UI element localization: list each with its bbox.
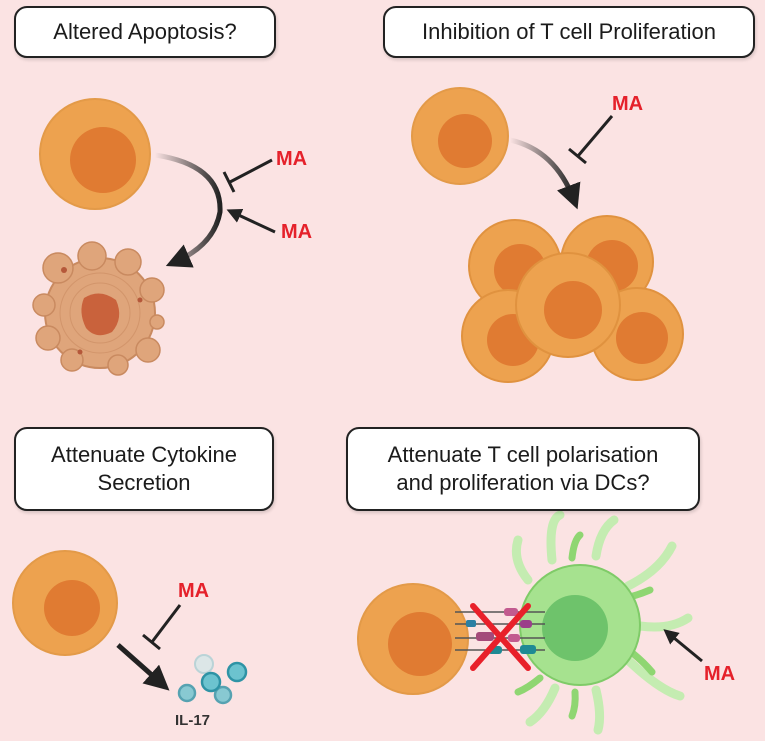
ma-label-apoptosis-inhibit: MA [276,148,308,170]
ma-activation-arrow [226,208,276,234]
title-line-1: Attenuate T cell polarisation [387,442,659,467]
title-text: Inhibition of T cell Proliferation [422,19,716,44]
title-line-1: Attenuate Cytokine [51,442,237,467]
il17-label: IL-17 [175,712,211,729]
t-cell [411,87,509,185]
t-cell [12,550,118,656]
dendritic-cell [511,510,693,735]
secretion-arrow [116,643,170,691]
ma-inhibition-line [142,604,182,651]
ma-label-cytokine: MA [178,580,210,602]
apoptotic-cell [32,241,165,376]
ma-activation-arrow [663,629,703,663]
ma-label-proliferation: MA [612,93,644,115]
title-attenuate-polarisation: Attenuate T cell polarisation and prolif… [346,427,700,511]
il17-droplets [177,654,248,705]
proliferation-arrow [509,137,581,210]
t-cell [357,583,469,695]
ma-inhibition-line [568,115,614,165]
title-altered-apoptosis: Altered Apoptosis? [14,6,276,58]
blocked-synapse [455,603,545,671]
title-line-2: Secretion [97,470,191,495]
t-cell [39,98,151,210]
title-attenuate-cytokine: Attenuate Cytokine Secretion [14,427,274,511]
title-inhibition-proliferation: Inhibition of T cell Proliferation [383,6,755,58]
apoptosis-pathway-arc [154,152,223,268]
proliferated-t-cells [461,215,684,383]
title-line-2: and proliferation via DCs? [396,470,650,495]
title-text: Altered Apoptosis? [53,19,237,44]
ma-label-apoptosis-activate: MA [281,221,313,243]
ma-inhibition-line [222,158,273,193]
ma-label-dc: MA [704,663,736,685]
